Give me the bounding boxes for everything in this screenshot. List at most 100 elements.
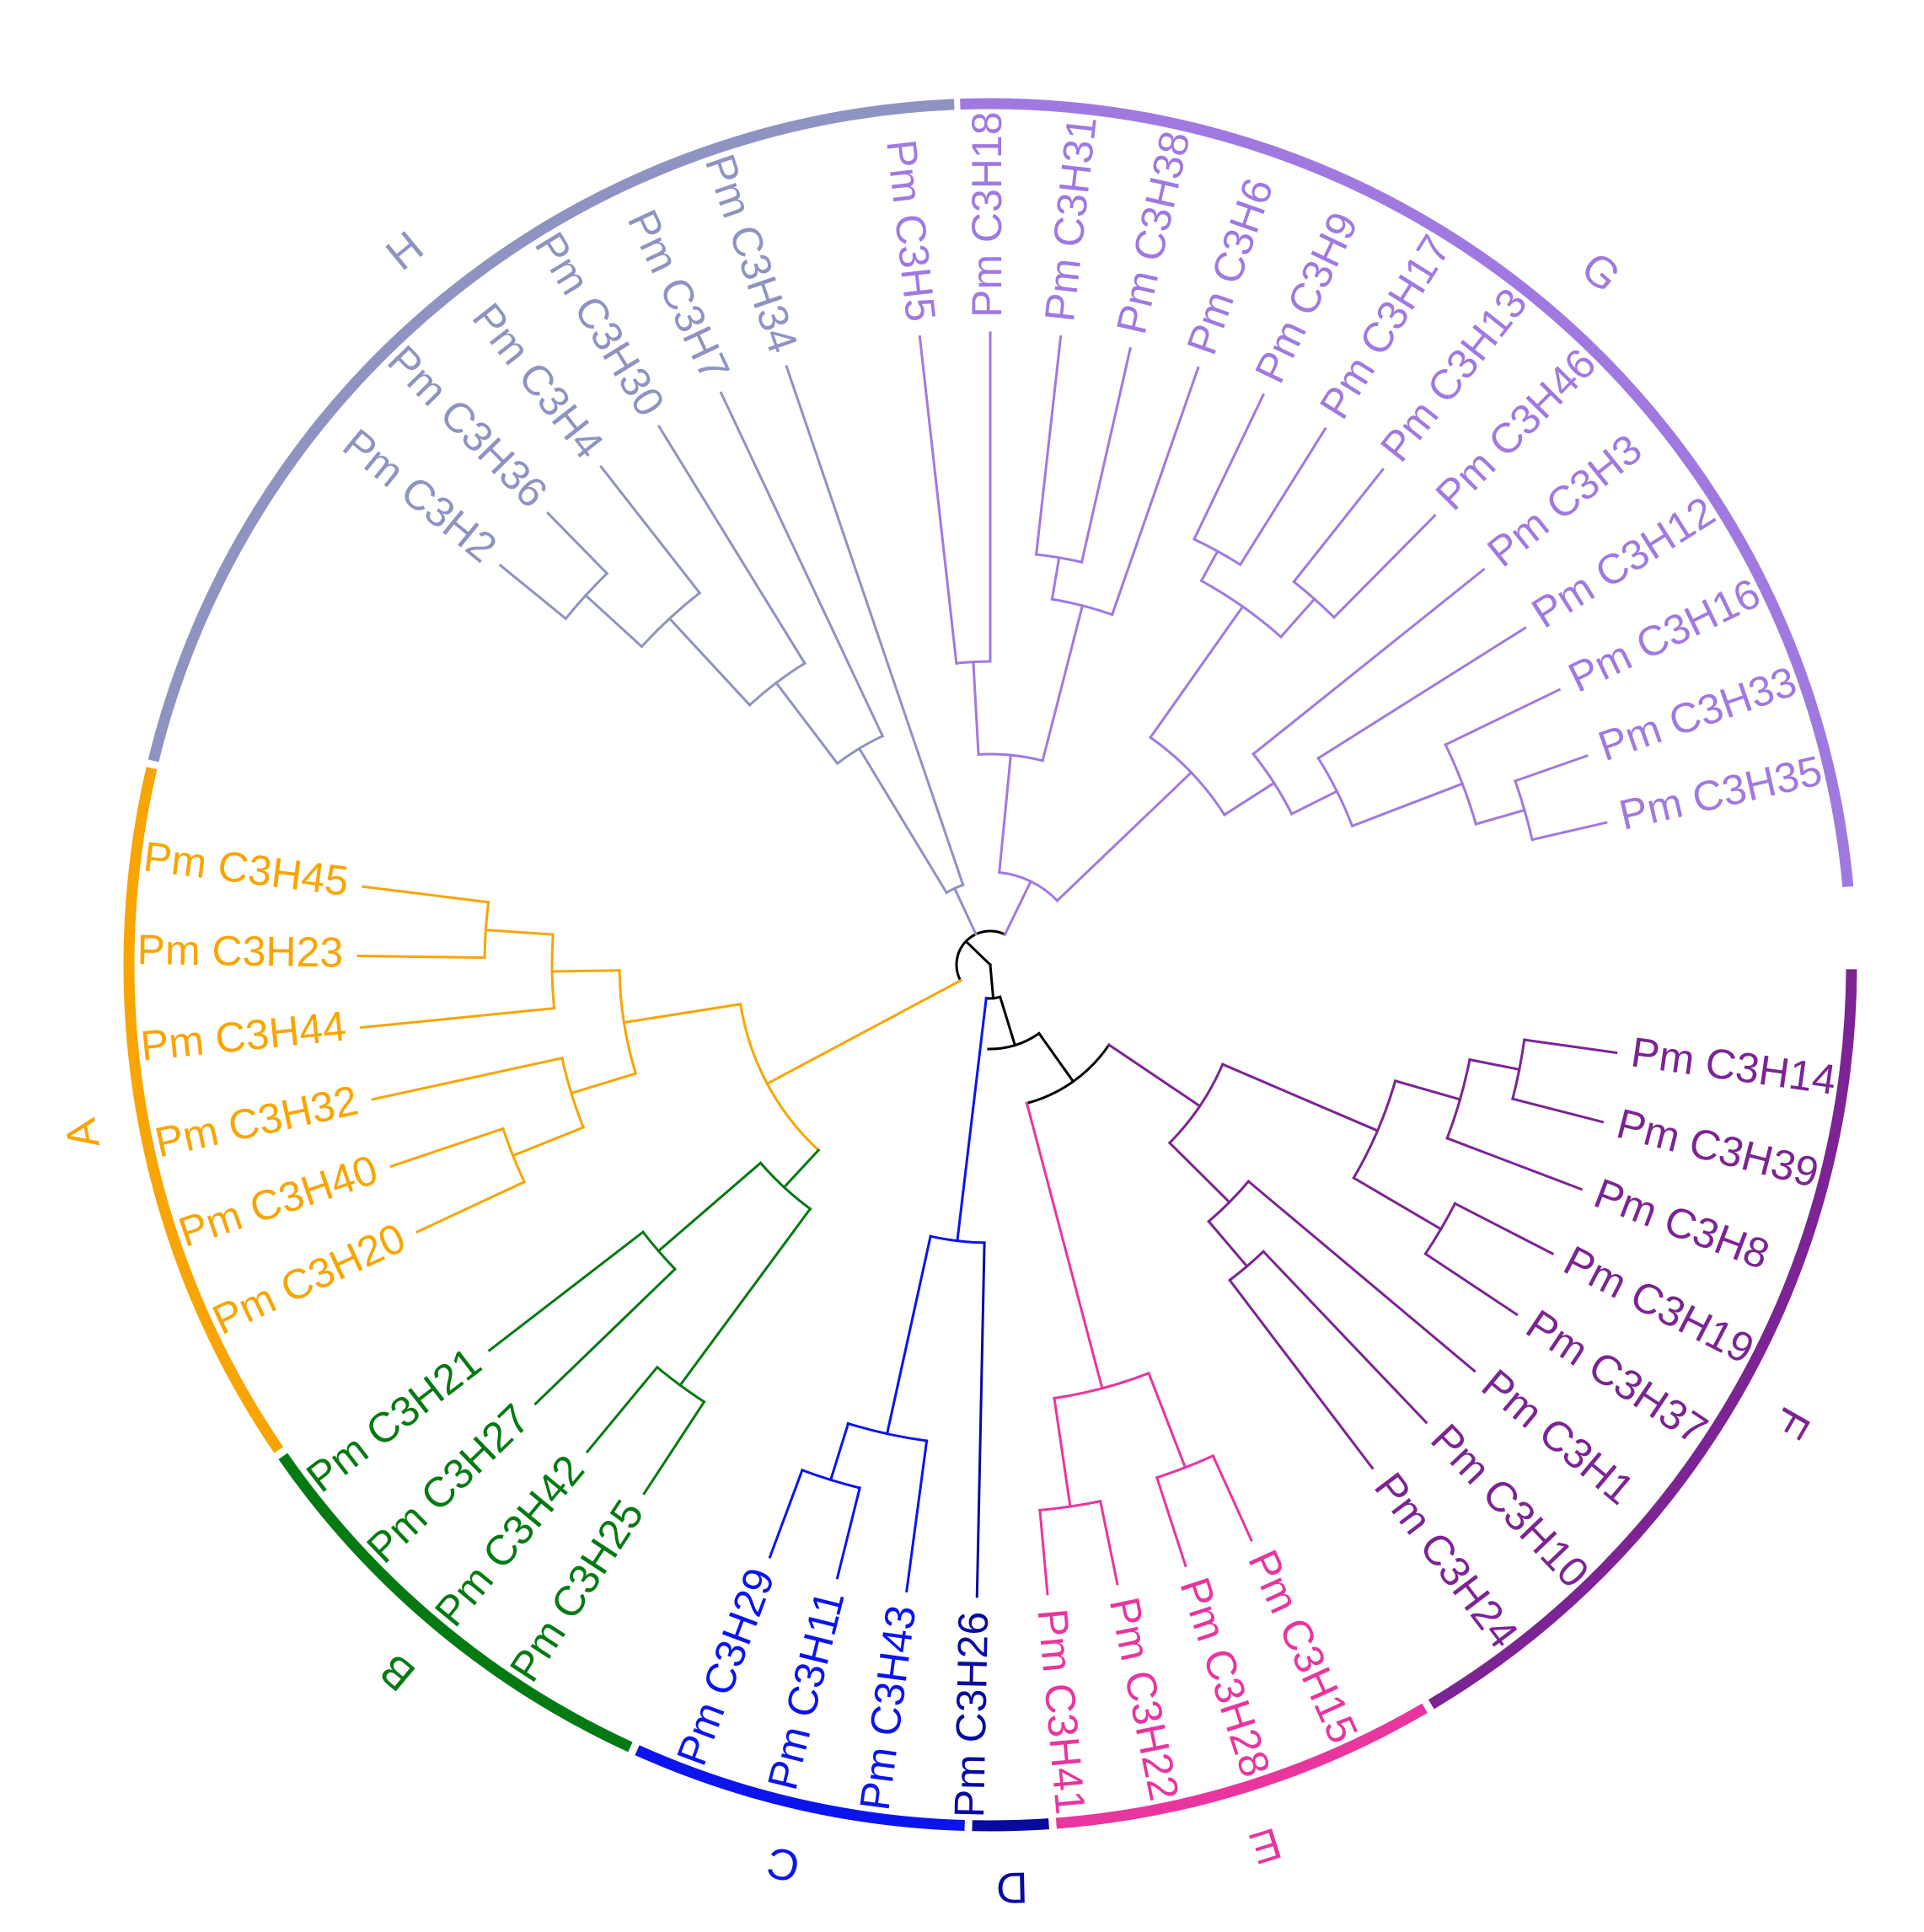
node-arc [550, 933, 556, 1010]
leaf-branch [1523, 1038, 1618, 1055]
leaf-branch [1453, 1201, 1555, 1255]
node-arc [1207, 1179, 1251, 1223]
leaf-branch [546, 511, 609, 575]
leaf-branch [1211, 1453, 1253, 1542]
internal-branch [774, 681, 839, 766]
internal-branch [678, 1207, 812, 1388]
leaf-branch [1038, 1508, 1049, 1596]
internal-branch [885, 1234, 932, 1436]
node-arc [1155, 1453, 1215, 1480]
internal-branch [1207, 1219, 1249, 1269]
node-arc [618, 969, 638, 1075]
leaf-branch [1332, 513, 1437, 619]
internal-branch [1352, 1175, 1443, 1231]
node-arc [560, 1056, 586, 1130]
internal-branch [1025, 1101, 1053, 1195]
internal-branch [998, 753, 1013, 875]
internal-branch [1050, 556, 1061, 601]
internal-branch [667, 616, 752, 707]
leaf-branch [487, 1230, 646, 1352]
node-arc [1228, 1250, 1266, 1282]
leaf-label: Pm C3H14 [1628, 1028, 1839, 1103]
leaf-branch [1444, 688, 1562, 747]
leaf-branch [905, 1439, 929, 1593]
group-label-e: E [1244, 1818, 1286, 1874]
group-arc-f [1428, 969, 1857, 1710]
internal-branch [828, 1421, 850, 1482]
group-arc-b [278, 1453, 633, 1753]
leaf-branch [1316, 626, 1527, 760]
node-arc [501, 1127, 527, 1184]
node-arc [1513, 779, 1534, 842]
internal-branch [1530, 830, 1567, 842]
internal-branch [622, 1003, 742, 1025]
node-arc [1444, 742, 1478, 826]
internal-branch [831, 500, 965, 887]
internal-branch [1474, 808, 1526, 826]
leaf-branch [1110, 366, 1200, 617]
leaf-branch [1292, 468, 1385, 584]
internal-branch [1003, 880, 1033, 937]
node-arc [640, 1230, 678, 1271]
internal-branch [1267, 1082, 1380, 1132]
node-arc [564, 571, 609, 621]
internal-branch [569, 1072, 638, 1095]
internal-branch [1167, 1141, 1231, 1204]
node-arc [835, 734, 885, 766]
leaf-label: Pm C3H11 [758, 1586, 854, 1794]
leaf-branch [657, 425, 807, 666]
leaf-label: Pm C3H26 [946, 1611, 997, 1818]
leaf-label: Pm C3H43 [851, 1603, 925, 1813]
internal-branch [952, 886, 978, 936]
leaf-branch [719, 391, 885, 738]
leaf-branch [360, 1007, 556, 1030]
internal-branch [657, 1161, 763, 1253]
internal-branch [1199, 549, 1219, 583]
group-arc-e [1055, 1703, 1428, 1829]
internal-branch [1350, 782, 1465, 828]
leaf-branch [642, 1399, 706, 1496]
leaf-branch [362, 885, 490, 904]
leaf-branch [1098, 1499, 1119, 1586]
group-label-d: D [995, 1863, 1028, 1913]
node-arc [1292, 580, 1337, 619]
node-arc [1251, 752, 1294, 816]
internal-branch [782, 1148, 821, 1190]
node-arc [1445, 1057, 1471, 1140]
node-arc [1192, 537, 1242, 567]
leaf-branch [1423, 1252, 1519, 1317]
node-arc [1423, 1201, 1457, 1256]
leaf-branch [1238, 426, 1327, 567]
group-arc-h [147, 99, 955, 763]
node-arc [748, 661, 807, 707]
group-arcs [123, 98, 1857, 1832]
leaf-label: Pm C3H32 [151, 1077, 362, 1167]
node-arc [738, 1003, 821, 1153]
node-arc [655, 1365, 706, 1404]
internal-branch [765, 978, 962, 1086]
leaf-label: Pm C3H23 [137, 926, 343, 976]
group-label-g: G [1572, 243, 1630, 302]
internal-branch [1149, 604, 1245, 740]
node-arc [1149, 736, 1226, 817]
leaf-branch [1246, 1179, 1476, 1373]
node-arc [846, 1421, 929, 1442]
node-arc [1167, 1062, 1225, 1145]
leaf-branch [1155, 1475, 1187, 1568]
leaf-label: Pm C3H35 [1615, 747, 1826, 839]
node-arc [929, 1234, 986, 1244]
leaf-branch [599, 464, 702, 595]
internal-branch [1278, 597, 1316, 639]
leaf-branch [389, 1127, 505, 1169]
node-arc [984, 995, 1002, 1000]
node-arc [1316, 756, 1354, 828]
leaf-branch [585, 1365, 659, 1453]
internal-branch [972, 660, 980, 756]
internal-branch [1147, 1371, 1187, 1469]
internal-branch [484, 929, 555, 936]
group-arc-c [635, 1745, 965, 1832]
leaf-branch [835, 1486, 861, 1580]
internal-branch [511, 1126, 586, 1158]
